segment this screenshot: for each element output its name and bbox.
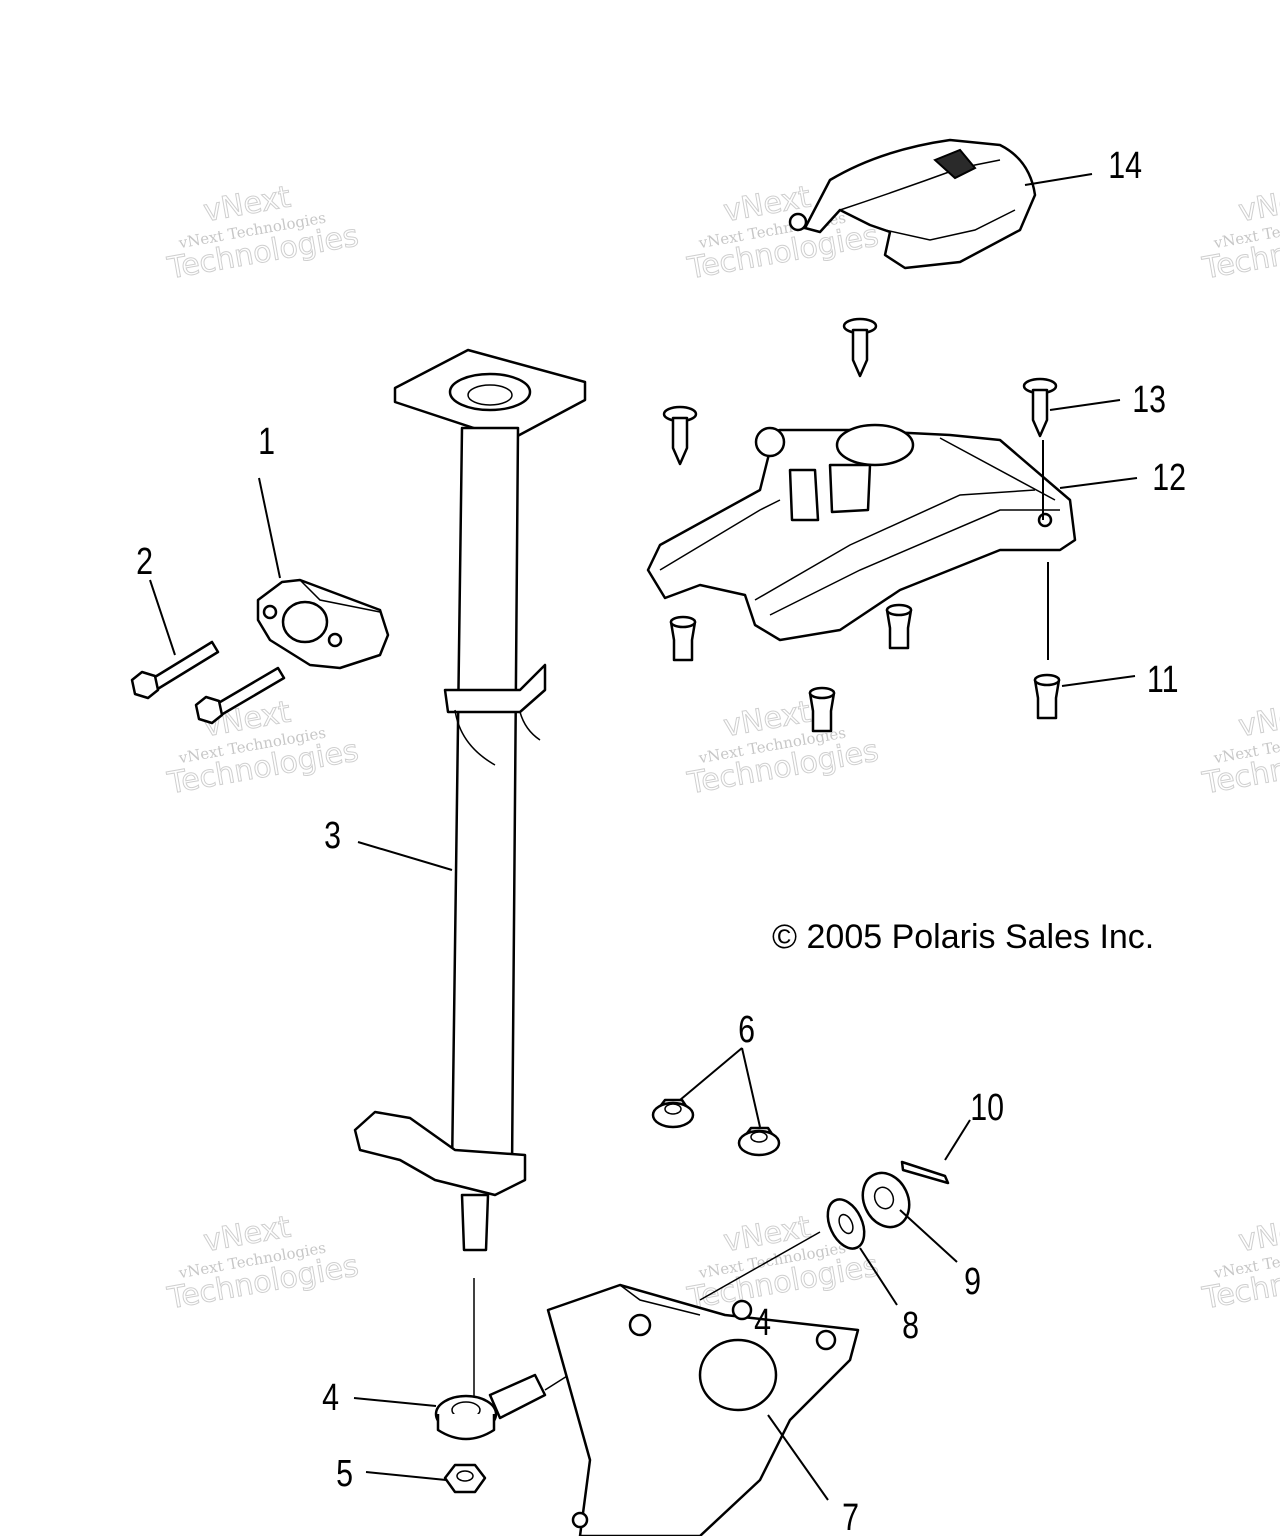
callout-5: 5 bbox=[336, 1453, 353, 1495]
part-13-screws bbox=[662, 317, 1058, 466]
callout-6: 6 bbox=[738, 1009, 755, 1051]
part-5-nut bbox=[443, 1463, 487, 1494]
insert-nut bbox=[1033, 673, 1061, 720]
callout-10: 10 bbox=[970, 1087, 1004, 1129]
screw bbox=[662, 405, 698, 466]
part-1-clamp bbox=[256, 578, 390, 670]
part-10-cotter-pin bbox=[900, 1160, 950, 1185]
callout-2: 2 bbox=[136, 541, 153, 583]
flange-nut bbox=[737, 1126, 781, 1157]
watermark: vNext Technologies Technologies vNext bbox=[164, 694, 362, 802]
insert-nut bbox=[808, 686, 836, 733]
callout-8: 8 bbox=[902, 1305, 919, 1347]
part-6-nuts bbox=[651, 1098, 781, 1157]
flange-nut bbox=[651, 1098, 695, 1129]
part-4-tie-rod-end bbox=[434, 1231, 821, 1441]
part-11-inserts bbox=[669, 603, 1061, 733]
callout-13: 13 bbox=[1132, 379, 1166, 421]
leader-lines bbox=[149, 173, 1138, 1501]
part-14-cover bbox=[788, 138, 1037, 270]
callout-1: 1 bbox=[258, 421, 275, 463]
watermark: vNext Technologies Technologies vNext bbox=[1199, 694, 1280, 802]
part-9-nut bbox=[861, 1171, 911, 1229]
insert-nut bbox=[669, 615, 697, 662]
watermark: vNext Technologies Technologies vNext bbox=[1199, 179, 1280, 287]
screw bbox=[842, 317, 878, 378]
watermark: vNext Technologies Technologies vNext bbox=[684, 694, 882, 802]
part-8-washer bbox=[826, 1198, 866, 1250]
part-2-bolts bbox=[130, 640, 286, 725]
callouts: 14 13 12 11 1 2 3 6 10 9 8 4 4 5 7 bbox=[136, 145, 1186, 1536]
watermark: vNext Technologies Technologies vNext bbox=[1199, 1209, 1280, 1317]
callout-4-right: 4 bbox=[754, 1302, 771, 1344]
copyright-notice: © 2005 Polaris Sales Inc. bbox=[772, 918, 1154, 956]
part-12-bracket bbox=[646, 423, 1077, 642]
watermark: vNext Technologies Technologies vNext bbox=[164, 179, 362, 287]
insert-nut bbox=[885, 603, 913, 650]
part-3-steering-column bbox=[353, 348, 587, 1400]
callout-14: 14 bbox=[1108, 145, 1142, 187]
callout-12: 12 bbox=[1152, 457, 1186, 499]
svg-text:vNext: vNext bbox=[1236, 695, 1280, 745]
callout-11: 11 bbox=[1147, 659, 1179, 701]
callout-9: 9 bbox=[964, 1261, 981, 1303]
watermarks: vNext Technologies Technologies vNext vN… bbox=[164, 179, 1280, 1317]
bolt bbox=[130, 640, 220, 700]
svg-text:vNext: vNext bbox=[1236, 180, 1280, 230]
part-7-frame-bracket bbox=[546, 1283, 860, 1536]
callout-4-left: 4 bbox=[322, 1377, 339, 1419]
svg-text:vNext: vNext bbox=[1236, 1210, 1280, 1260]
watermark: vNext Technologies Technologies vNext bbox=[164, 1209, 362, 1317]
callout-7: 7 bbox=[842, 1497, 859, 1536]
callout-3: 3 bbox=[324, 815, 341, 857]
bolt bbox=[194, 666, 286, 725]
screw bbox=[1022, 377, 1058, 438]
